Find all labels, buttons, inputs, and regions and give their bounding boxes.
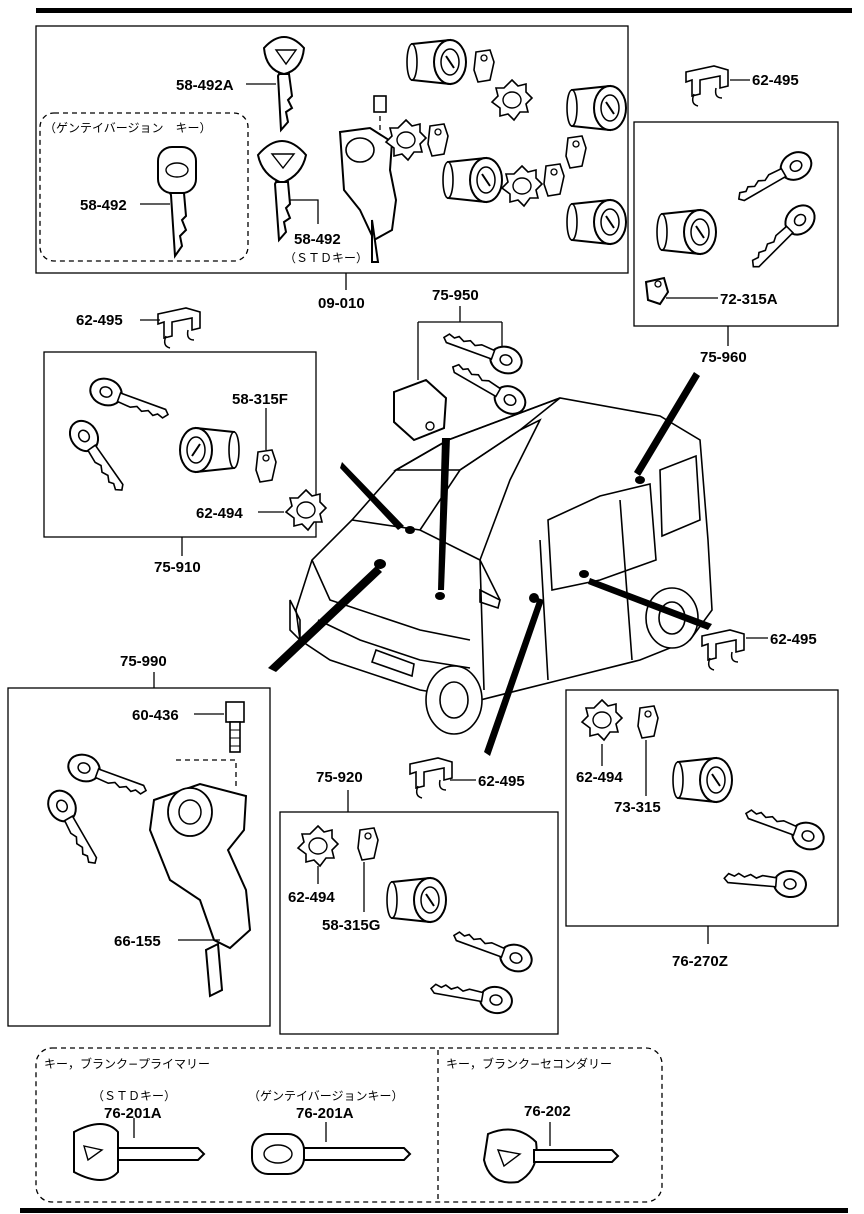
label-58-492A: 58-492A <box>176 77 234 94</box>
label-58-492-genuine: 58-492 <box>80 197 127 214</box>
label-75-990: 75-990 <box>120 653 167 670</box>
cylinder-icon <box>179 427 240 473</box>
lever-58-315F-icon <box>255 449 277 483</box>
key-58-492-std-icon <box>256 140 308 243</box>
label-62-495-back: 62-495 <box>770 631 817 648</box>
washer-icon <box>491 79 533 121</box>
key-icon <box>448 922 537 977</box>
retainer-clip-icon <box>157 307 201 349</box>
caption-std-blank: （ＳＴＤキー） <box>92 1089 176 1103</box>
key-icon <box>740 800 829 855</box>
lever-73-315-icon <box>637 705 659 739</box>
caption-std-key: （ＳＴＤキー） <box>284 251 368 265</box>
blank-key-secondary-icon <box>482 1122 620 1184</box>
fuel-cylinder-icon <box>566 85 627 131</box>
label-60-436: 60-436 <box>132 707 179 724</box>
label-62-494-back: 62-494 <box>576 769 623 786</box>
keyhole-markers <box>374 476 645 603</box>
vehicle-illustration <box>289 397 713 735</box>
label-62-494-door: 62-494 <box>196 505 243 522</box>
label-58-315G: 58-315G <box>322 917 380 934</box>
group-box-75-910 <box>43 351 317 538</box>
door-cylinder-icon <box>442 157 503 203</box>
caption-genuine-key: （ゲンテイバージョン キー） <box>44 121 212 135</box>
caption-primary-blank: キー，ブランク−プライマリー <box>44 1056 210 1071</box>
lever-icon <box>543 163 565 197</box>
cylinder-icon <box>672 757 733 803</box>
lever-icon <box>565 135 587 169</box>
cylinder-icon <box>656 209 717 255</box>
lever-58-315G-icon <box>357 827 379 861</box>
label-09-010: 09-010 <box>318 295 365 312</box>
key-icon <box>63 749 152 804</box>
label-62-495-left: 62-495 <box>76 312 123 329</box>
group-box-75-990 <box>7 687 271 1027</box>
label-62-495-slide: 62-495 <box>478 773 525 790</box>
caption-genuine-blank: （ゲンテイバージョンキー） <box>248 1089 404 1103</box>
label-76-202: 76-202 <box>524 1103 571 1120</box>
key-icon <box>85 373 174 428</box>
group-box-75-960 <box>633 121 839 327</box>
washer-62-494-icon <box>581 699 623 741</box>
label-75-910: 75-910 <box>154 559 201 576</box>
label-76-201A-std: 76-201A <box>104 1105 162 1122</box>
glove-box-lock-icon <box>393 378 448 442</box>
label-62-495-top: 62-495 <box>752 72 799 89</box>
ignition-switch-66-155-icon <box>148 782 252 998</box>
washer-62-494-icon <box>297 825 339 867</box>
blank-keys-dashed-box <box>35 1047 663 1203</box>
label-76-201A-genuine: 76-201A <box>296 1105 354 1122</box>
blank-key-genuine-icon <box>251 1122 412 1175</box>
key-icon <box>731 145 818 212</box>
lever-icon <box>427 123 449 157</box>
key-icon <box>743 198 822 277</box>
label-75-950: 75-950 <box>432 287 479 304</box>
key-58-492A-icon <box>262 36 306 133</box>
glove-cylinder-icon <box>406 39 467 85</box>
label-72-315A: 72-315A <box>720 291 778 308</box>
key-icon <box>427 974 516 1017</box>
caption-secondary-blank: キー，ブランク−セコンダリー <box>446 1056 612 1071</box>
bolt-60-436-icon <box>225 701 245 753</box>
genuine-key-dashed-box <box>39 112 249 262</box>
key-icon <box>41 784 108 871</box>
key-icon <box>722 864 809 900</box>
retainer-clip-icon <box>409 757 453 799</box>
key-icon <box>63 414 134 499</box>
retainer-clip-icon <box>685 65 729 107</box>
retainer-clip-icon <box>701 629 745 671</box>
label-73-315: 73-315 <box>614 799 661 816</box>
group-box-09-010 <box>35 25 629 274</box>
trunk-cylinder-icon <box>566 199 627 245</box>
ignition-switch-icon <box>338 95 398 263</box>
lever-72-315A-icon <box>644 276 670 306</box>
label-66-155: 66-155 <box>114 933 161 950</box>
label-62-494-slide: 62-494 <box>288 889 335 906</box>
blank-key-std-icon <box>73 1118 206 1181</box>
key-58-492-genuine-icon <box>157 146 197 259</box>
label-58-315F: 58-315F <box>232 391 288 408</box>
group-box-75-920 <box>279 811 559 1035</box>
lever-icon <box>473 49 495 83</box>
washer-62-494-icon <box>285 489 327 531</box>
key-icon <box>438 324 527 379</box>
label-75-960: 75-960 <box>700 349 747 366</box>
washer-icon <box>501 165 543 207</box>
cylinder-icon <box>386 877 447 923</box>
label-75-920: 75-920 <box>316 769 363 786</box>
label-58-492-std: 58-492 <box>294 231 341 248</box>
group-box-76-270Z <box>565 689 839 927</box>
label-76-270Z: 76-270Z <box>672 953 728 970</box>
pointer-lines <box>268 372 712 756</box>
